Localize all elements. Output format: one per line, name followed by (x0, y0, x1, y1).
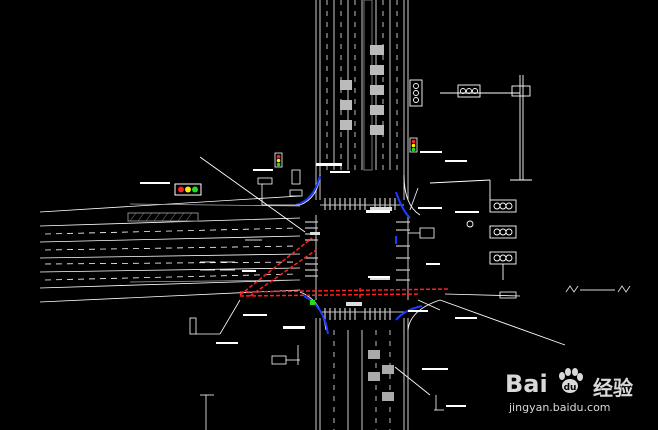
signal-head-north-east (409, 137, 418, 153)
south-approach-road (315, 318, 409, 430)
red-conflict-lines (239, 237, 451, 300)
svg-text:du: du (564, 383, 577, 393)
baidu-logo-text: Bai (505, 370, 548, 398)
blue-curb-marks (295, 175, 423, 335)
west-crosshatch-median (127, 212, 199, 222)
west-hatch (129, 212, 193, 222)
signal-pole-elevation-2 (429, 179, 517, 280)
crosswalk-south (324, 308, 391, 320)
pole-right-symbol (565, 285, 631, 293)
west-lane-dashes (44, 227, 299, 281)
green-signal-marker (310, 300, 315, 305)
equipment-details (189, 169, 521, 430)
crosswalk-east (396, 221, 410, 281)
south-lane-glyphs (368, 350, 394, 401)
north-lane-glyphs (340, 45, 384, 135)
annotation-bars (140, 151, 479, 407)
watermark-url: jingyan.baidu.com (509, 401, 611, 414)
west-arrow-marks (200, 239, 262, 271)
signal-head-north-west (274, 152, 283, 168)
leader-lines (199, 156, 566, 396)
paw-icon: du (559, 368, 583, 393)
jingyan-label: 经验 (593, 376, 633, 400)
signal-pole-elevation (409, 75, 532, 181)
baidu-jingyan-watermark: Bai du 经验 jingyan.baidu.com (505, 368, 655, 420)
signal-head-legend (174, 183, 202, 196)
